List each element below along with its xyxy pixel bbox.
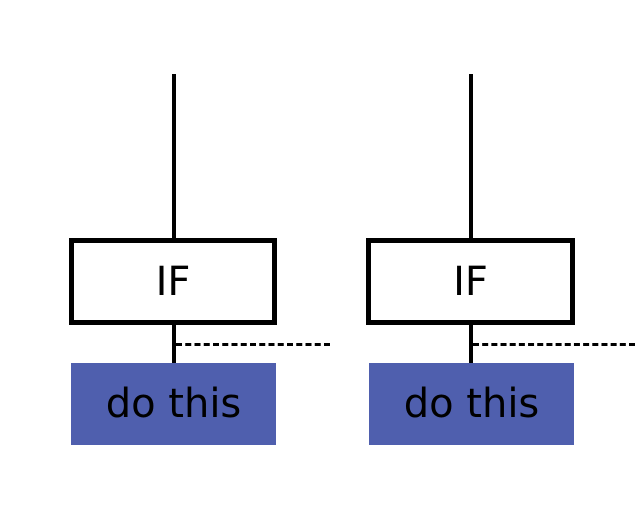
action-box-1: do this [71, 363, 276, 445]
action-label-1: do this [105, 381, 242, 427]
false-branch-dashed-line-2 [473, 343, 635, 346]
incoming-flow-line-1 [172, 74, 176, 242]
if-condition-label-2: IF [453, 258, 488, 305]
if-condition-box-2: IF [366, 238, 575, 325]
if-condition-box-1: IF [69, 238, 277, 325]
true-branch-line-2 [469, 325, 473, 365]
if-condition-label-1: IF [155, 258, 191, 305]
action-label-2: do this [403, 381, 540, 427]
false-branch-dashed-line-1 [176, 343, 330, 346]
true-branch-line-1 [172, 325, 176, 365]
incoming-flow-line-2 [469, 74, 473, 242]
action-box-2: do this [369, 363, 574, 445]
